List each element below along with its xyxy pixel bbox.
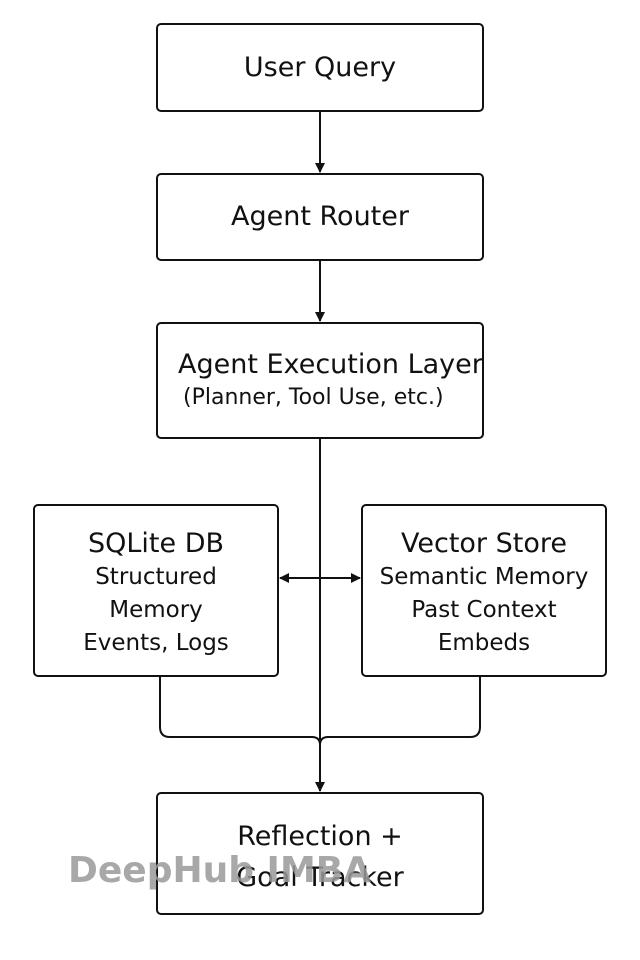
node-vector-store-line: Embeds: [437, 630, 531, 656]
node-agent-execution-title: Agent Execution Layer: [178, 349, 483, 380]
node-sqlite-db: SQLite DB Structured Memory Events, Logs: [33, 504, 279, 677]
node-agent-router: Agent Router: [156, 173, 484, 261]
node-user-query-title: User Query: [243, 51, 397, 83]
node-vector-store-title: Vector Store: [401, 528, 567, 559]
edge-vector-merge: [319, 677, 481, 746]
node-reflection-goal-tracker: Reflection + Goal Tracker: [156, 792, 484, 915]
node-agent-execution-content: Agent Execution Layer (Planner, Tool Use…: [178, 348, 483, 414]
node-sqlite-db-title: SQLite DB: [87, 528, 225, 559]
node-sqlite-db-line: Structured: [95, 564, 217, 590]
node-reflection-line: Goal Tracker: [236, 862, 404, 893]
node-vector-store-line: Semantic Memory: [379, 564, 589, 590]
node-agent-execution-subtitle: (Planner, Tool Use, etc.): [183, 385, 444, 410]
node-sqlite-db-line: Memory: [109, 597, 203, 623]
node-agent-execution-layer: Agent Execution Layer (Planner, Tool Use…: [156, 322, 484, 439]
node-sqlite-db-line: Events, Logs: [83, 630, 229, 656]
watermark: DeepHub IMBA: [68, 850, 372, 891]
node-vector-store-line: Past Context: [411, 597, 557, 623]
node-vector-store: Vector Store Semantic Memory Past Contex…: [361, 504, 607, 677]
edge-sqlite-merge: [159, 677, 321, 746]
node-user-query: User Query: [156, 23, 484, 112]
node-agent-router-title: Agent Router: [231, 201, 409, 232]
node-reflection-line: Reflection +: [237, 821, 403, 852]
